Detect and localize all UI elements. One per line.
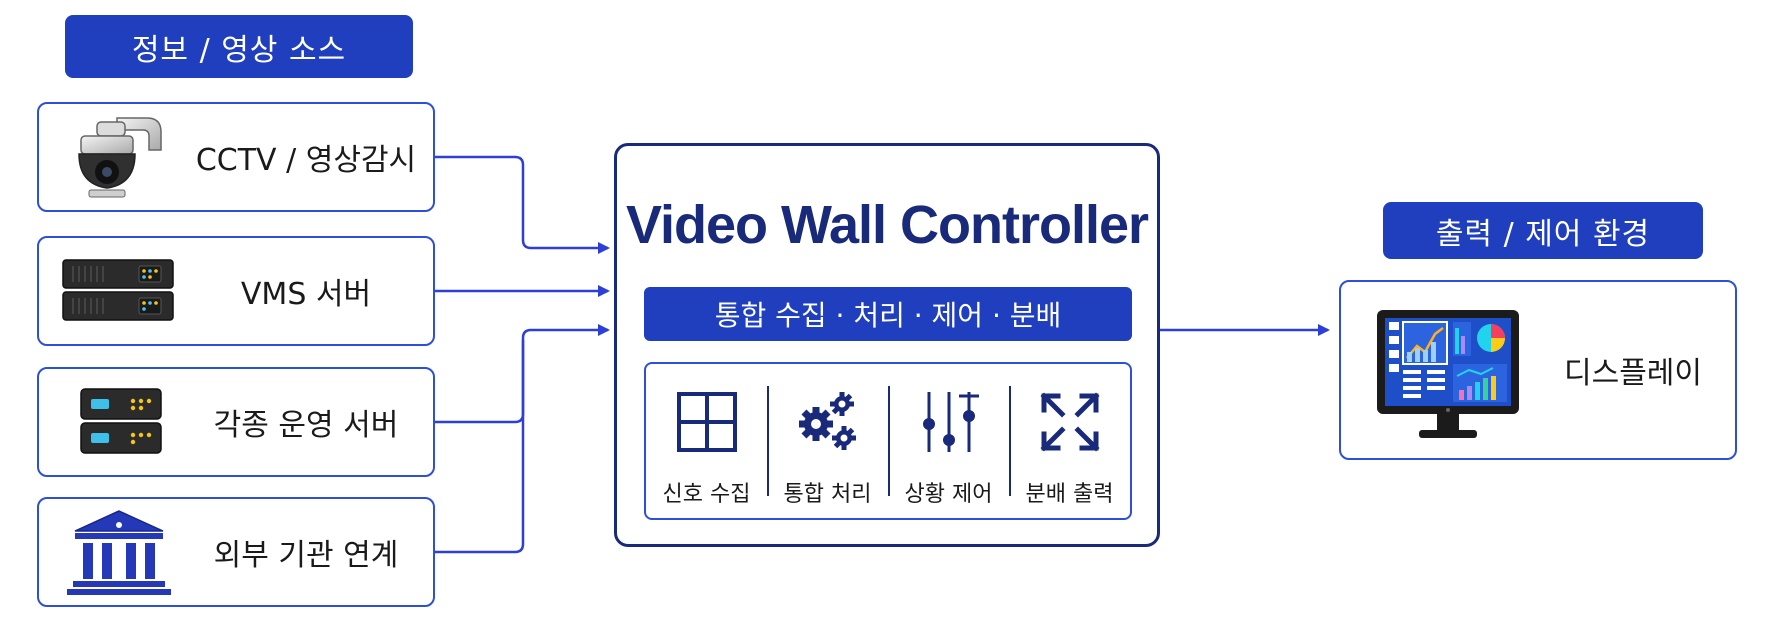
source-cctv: CCTV / 영상감시 — [37, 102, 435, 212]
controller-functions: 신호 수집 — [644, 362, 1132, 520]
output-header: 출력 / 제어 환경 — [1383, 202, 1703, 259]
controller-title: Video Wall Controller — [625, 195, 1149, 255]
function-distribution-output-label: 분배 출력 — [1025, 482, 1114, 507]
gears-icon — [798, 392, 856, 450]
cctv-camera-icon — [78, 117, 162, 198]
source-ops-server-label: 각종 운영 서버 — [213, 408, 399, 443]
source-external: 외부 기관 연계 — [37, 497, 435, 607]
connector-ops-server — [435, 324, 610, 424]
video-wall-controller: Video Wall Controller 통합 수집 · 처리 · 제어 · … — [614, 143, 1160, 547]
function-distribution-output: 분배 출력 — [1009, 364, 1130, 518]
function-integrated-processing-label: 통합 처리 — [783, 482, 872, 507]
dashboard-monitor-icon — [1377, 310, 1519, 438]
function-situation-control: 상황 제어 — [888, 364, 1009, 518]
controller-subtitle: 통합 수집 · 처리 · 제어 · 분배 — [644, 287, 1132, 341]
source-ops-server: 각종 운영 서버 — [37, 367, 435, 477]
server-rack-icon — [62, 259, 174, 321]
grid-window-icon — [676, 392, 737, 452]
display-label: 디스플레이 — [1564, 356, 1702, 391]
connector-external — [435, 340, 525, 554]
source-vms-label: VMS 서버 — [240, 277, 372, 312]
connector-cctv — [435, 155, 610, 254]
sliders-icon — [922, 392, 979, 452]
function-signal-collect: 신호 수집 — [646, 364, 767, 518]
server-icon — [80, 388, 162, 454]
source-vms: VMS 서버 — [37, 236, 435, 346]
function-integrated-processing: 통합 처리 — [767, 364, 888, 518]
function-signal-collect-label: 신호 수집 — [662, 482, 751, 507]
institution-building-icon — [67, 510, 171, 595]
source-external-label: 외부 기관 연계 — [213, 538, 399, 573]
function-situation-control-label: 상황 제어 — [904, 482, 993, 507]
expand-arrows-icon — [1039, 392, 1100, 452]
sources-header: 정보 / 영상 소스 — [65, 15, 413, 78]
output-display: 디스플레이 — [1339, 280, 1737, 460]
source-cctv-label: CCTV / 영상감시 — [195, 143, 417, 178]
